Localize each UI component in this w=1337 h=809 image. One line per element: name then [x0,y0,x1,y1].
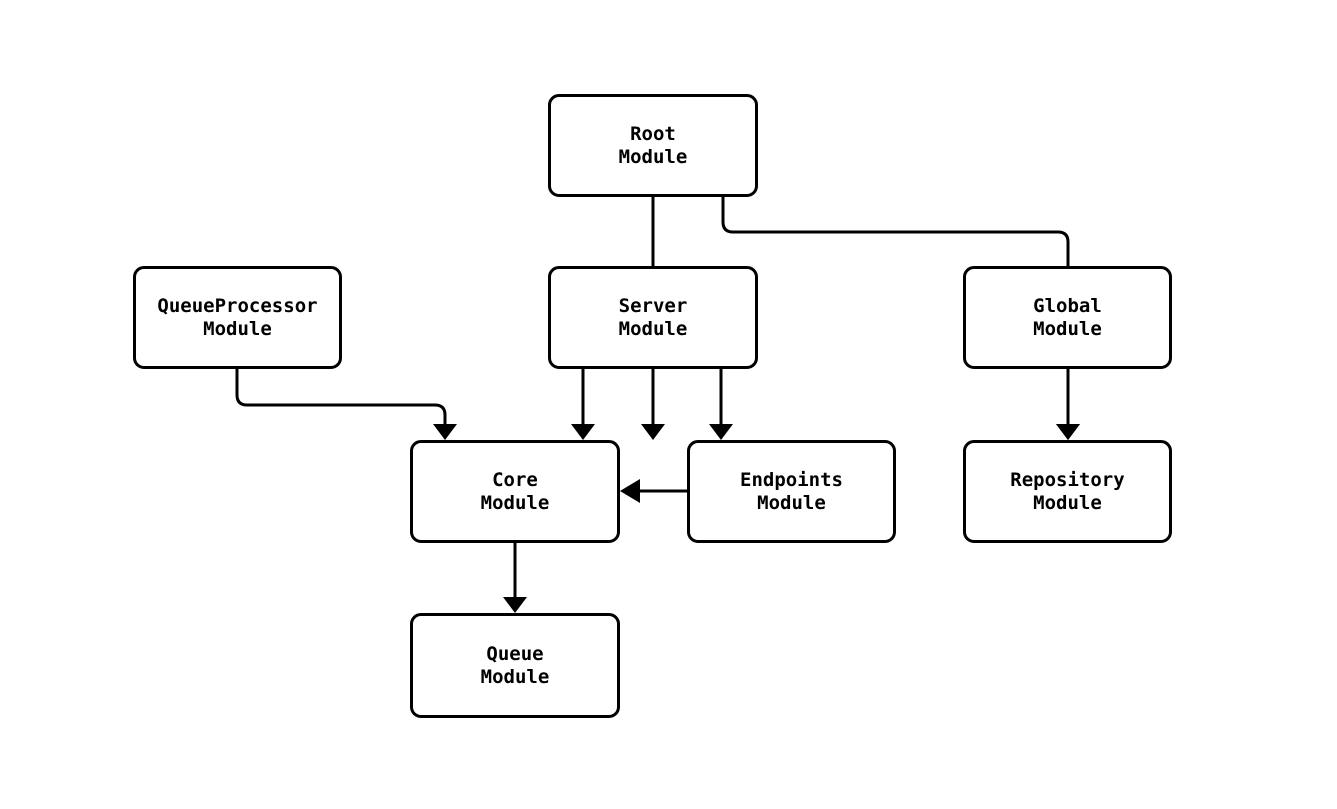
node-endpoints-module[interactable]: Endpoints Module [687,440,896,543]
node-global-module-subtitle: Module [1033,317,1102,340]
edge-queueprocessor-to-core [235,369,457,440]
node-endpoints-module-title: Endpoints [740,468,843,491]
node-repository-module-subtitle: Module [1033,491,1102,514]
node-endpoints-module-subtitle: Module [757,491,826,514]
edge-global-to-repository [1056,369,1080,440]
edge-core-to-queue [503,543,527,613]
node-global-module[interactable]: Global Module [963,266,1172,369]
node-repository-module-title: Repository [1010,468,1125,491]
node-queueprocessor-module-subtitle: Module [203,317,272,340]
node-server-module-subtitle: Module [618,317,688,340]
node-queueprocessor-module-title: QueueProcessor [157,294,318,317]
node-core-module-subtitle: Module [480,491,550,514]
node-queue-module-subtitle: Module [480,665,550,688]
edge-server-to-core [571,369,595,440]
node-root-module-subtitle: Module [618,145,688,168]
node-queue-module[interactable]: Queue Module [410,613,620,718]
node-core-module-title: Core [492,468,538,491]
node-root-module-title: Root [630,122,676,145]
node-server-module[interactable]: Server Module [548,266,758,369]
node-core-module[interactable]: Core Module [410,440,620,543]
node-repository-module[interactable]: Repository Module [963,440,1172,543]
node-server-module-title: Server [618,294,688,317]
edge-server-to-endpoints [709,369,733,440]
node-global-module-title: Global [1033,294,1102,317]
node-root-module[interactable]: Root Module [548,94,758,197]
node-queue-module-title: Queue [486,642,544,665]
edge-endpoints-to-core [620,479,687,503]
node-queueprocessor-module[interactable]: QueueProcessor Module [133,266,342,369]
